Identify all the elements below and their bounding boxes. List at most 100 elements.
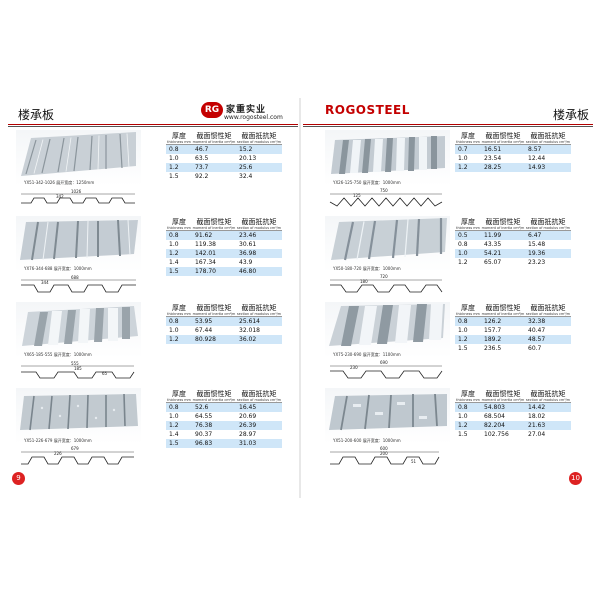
header-en: section of modulus cm³/m bbox=[525, 140, 571, 144]
cell-inertia: 157.7 bbox=[481, 326, 525, 335]
product-panel: YX51-226-679 展开宽度：1000mm 679 226 厚度 thic… bbox=[16, 388, 286, 466]
column-header-inertia: 截面惯性矩 moment of inertia cm⁴/m bbox=[192, 132, 236, 145]
cell-modulus: 28.97 bbox=[236, 430, 282, 439]
cell-modulus: 8.57 bbox=[525, 144, 571, 154]
profile-drawing: 1026 342 bbox=[21, 189, 135, 204]
column-header-thickness: 厚度 thickness mm bbox=[166, 218, 192, 231]
header-en: moment of inertia cm⁴/m bbox=[192, 312, 236, 316]
header-zh: 截面抵抗矩 bbox=[530, 218, 566, 226]
dimension-label: 600 bbox=[380, 446, 388, 451]
header-rule-thin bbox=[303, 126, 593, 127]
cell-thickness: 0.8 bbox=[166, 230, 192, 240]
cell-thickness: 1.4 bbox=[166, 258, 192, 267]
cell-thickness: 0.8 bbox=[455, 316, 481, 326]
column-header-modulus: 截面抵抗矩 section of modulus cm³/m bbox=[236, 132, 282, 145]
cell-thickness: 1.4 bbox=[166, 430, 192, 439]
cell-inertia: 11.99 bbox=[481, 230, 525, 240]
cell-thickness: 1.0 bbox=[455, 249, 481, 258]
cell-modulus: 12.44 bbox=[525, 154, 571, 163]
header-zh: 截面惯性矩 bbox=[485, 390, 521, 398]
cell-thickness: 1.5 bbox=[166, 267, 192, 276]
page-number-badge: 9 bbox=[12, 472, 25, 485]
dimension-label: 51 bbox=[411, 459, 417, 464]
column-header-modulus: 截面抵抗矩 section of modulus cm³/m bbox=[525, 132, 571, 145]
page-number-badge: 10 bbox=[569, 472, 582, 485]
cell-modulus: 14.93 bbox=[525, 163, 571, 172]
cell-thickness: 1.2 bbox=[166, 249, 192, 258]
cell-inertia: 76.38 bbox=[192, 421, 236, 430]
profile-drawing: 688 344 bbox=[21, 275, 136, 293]
header-zh: 截面抵抗矩 bbox=[530, 304, 566, 312]
dimension-label: 230 bbox=[350, 365, 358, 370]
header-en: thickness mm bbox=[456, 226, 480, 230]
header-rule bbox=[303, 124, 593, 125]
header-en: moment of inertia cm⁴/m bbox=[481, 140, 525, 144]
cell-inertia: 73.7 bbox=[192, 163, 236, 172]
profile-drawing: 600 200 51 bbox=[330, 446, 440, 465]
cell-thickness: 0.8 bbox=[455, 402, 481, 412]
header-zh: 截面惯性矩 bbox=[485, 218, 521, 226]
cell-thickness: 1.5 bbox=[166, 172, 192, 181]
product-photo bbox=[16, 216, 141, 272]
cell-modulus: 25.614 bbox=[236, 316, 282, 326]
header-en: thickness mm bbox=[456, 140, 480, 144]
header-zh: 厚度 bbox=[172, 132, 186, 140]
column-header-thickness: 厚度 thickness mm bbox=[166, 132, 192, 145]
cell-modulus: 15.2 bbox=[236, 144, 282, 154]
dimension-label: 200 bbox=[380, 451, 388, 456]
page-title: 楼承板 bbox=[553, 108, 590, 122]
cell-thickness: 0.8 bbox=[166, 144, 192, 154]
spec-table: 厚度 thickness mm 截面惯性矩 moment of inertia … bbox=[166, 390, 282, 448]
cell-thickness: 1.2 bbox=[455, 421, 481, 430]
column-header-inertia: 截面惯性矩 moment of inertia cm⁴/m bbox=[481, 390, 525, 403]
dimension-label: 750 bbox=[380, 188, 388, 193]
cell-inertia: 82.204 bbox=[481, 421, 525, 430]
header-en: thickness mm bbox=[456, 312, 480, 316]
header-en: thickness mm bbox=[167, 226, 191, 230]
header-en: thickness mm bbox=[167, 398, 191, 402]
product-panel: YX76-344-688 展开宽度：1000mm 688 344 厚度 thic… bbox=[16, 216, 286, 294]
profile-drawing: 679 226 bbox=[21, 446, 134, 465]
cell-thickness: 1.0 bbox=[166, 240, 192, 249]
header-en: section of modulus cm³/m bbox=[236, 226, 282, 230]
header-en: moment of inertia cm⁴/m bbox=[192, 226, 236, 230]
header-en: section of modulus cm³/m bbox=[525, 398, 571, 402]
column-header-thickness: 厚度 thickness mm bbox=[455, 218, 481, 231]
column-header-modulus: 截面抵抗矩 section of modulus cm³/m bbox=[236, 304, 282, 317]
product-photo bbox=[16, 388, 141, 444]
cell-thickness: 1.2 bbox=[455, 335, 481, 344]
cell-inertia: 91.62 bbox=[192, 230, 236, 240]
spec-table: 厚度 thickness mm 截面惯性矩 moment of inertia … bbox=[166, 218, 282, 276]
cell-thickness: 0.5 bbox=[455, 230, 481, 240]
cell-inertia: 52.6 bbox=[192, 402, 236, 412]
product-caption: YX51-226-679 展开宽度：1000mm bbox=[24, 438, 92, 443]
dimension-label: 720 bbox=[380, 274, 388, 279]
profile-drawing: 720 180 bbox=[330, 274, 443, 293]
header-zh: 截面惯性矩 bbox=[196, 304, 232, 312]
cell-thickness: 1.5 bbox=[455, 430, 481, 439]
column-header-inertia: 截面惯性矩 moment of inertia cm⁴/m bbox=[481, 304, 525, 317]
dimension-label: 226 bbox=[54, 451, 62, 456]
cell-inertia: 54.803 bbox=[481, 402, 525, 412]
header-zh: 截面惯性矩 bbox=[196, 132, 232, 140]
header-zh: 截面惯性矩 bbox=[485, 132, 521, 140]
header-zh: 厚度 bbox=[461, 390, 475, 398]
product-caption: YX51-200-600 展开宽度：1000mm bbox=[333, 438, 401, 443]
header-zh: 截面惯性矩 bbox=[196, 390, 232, 398]
cell-inertia: 90.37 bbox=[192, 430, 236, 439]
logo-url: www.rogosteel.com bbox=[224, 114, 283, 121]
header-en: moment of inertia cm⁴/m bbox=[192, 398, 236, 402]
cell-inertia: 63.5 bbox=[192, 154, 236, 163]
cell-inertia: 65.07 bbox=[481, 258, 525, 267]
header-zh: 厚度 bbox=[172, 304, 186, 312]
header-en: section of modulus cm³/m bbox=[525, 226, 571, 230]
